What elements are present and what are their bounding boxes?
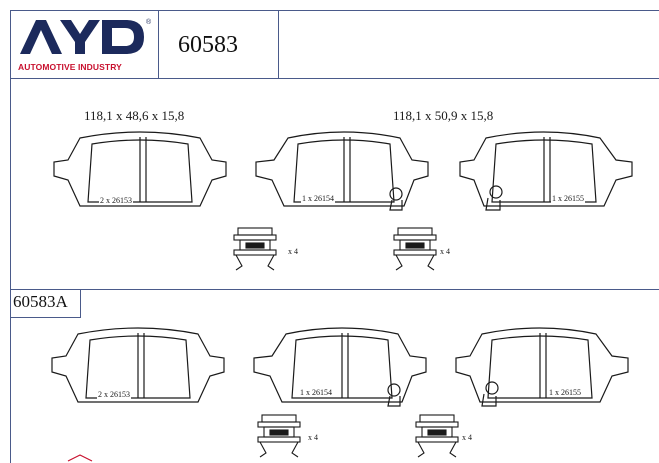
ayd-logo-icon: ®	[20, 18, 152, 54]
anti-rattle-clip	[393, 227, 437, 271]
clip-qty-label: x 4	[440, 247, 450, 256]
brake-pad-outer	[51, 327, 225, 403]
pad-ref-label: 1 x 26154	[301, 194, 335, 203]
dimension-label-left: 118,1 x 48,6 x 15,8	[84, 108, 185, 123]
section-divider	[10, 289, 659, 290]
variant-part-number-box: 60583A	[10, 289, 81, 318]
clip-qty-label: x 4	[308, 433, 318, 442]
brake-pad-inner	[255, 131, 429, 211]
dimension-label-right: 118,1 x 50,9 x 15,8	[393, 108, 494, 123]
clip-qty-label: x 4	[288, 247, 298, 256]
clip-qty-label: x 4	[462, 433, 472, 442]
anti-rattle-clip	[257, 414, 301, 458]
header-divider	[10, 78, 659, 79]
anti-rattle-clip	[233, 227, 277, 271]
part-number-box: 60583	[158, 10, 279, 79]
brake-pad-outer	[53, 131, 227, 207]
registered-mark: ®	[146, 18, 152, 26]
pad-ref-label: 1 x 26155	[548, 388, 582, 397]
brand-tagline: AUTOMOTIVE INDUSTRY	[18, 62, 122, 72]
brake-pad-inner-wear	[459, 131, 633, 211]
pad-ref-label: 1 x 26155	[551, 194, 585, 203]
part-number: 60583	[178, 32, 238, 58]
brand-logo-box: ® AUTOMOTIVE INDUSTRY	[10, 10, 159, 79]
pad-ref-label: 2 x 26153	[99, 196, 133, 205]
brake-pad-inner-wear	[455, 327, 629, 407]
anti-rattle-clip	[415, 414, 459, 458]
red-mark-icon	[67, 454, 93, 462]
variant-part-number: 60583A	[13, 292, 68, 311]
brake-pad-inner	[253, 327, 427, 407]
sheet-frame	[10, 10, 659, 463]
pad-ref-label: 2 x 26153	[97, 390, 131, 399]
pad-ref-label: 1 x 26154	[299, 388, 333, 397]
